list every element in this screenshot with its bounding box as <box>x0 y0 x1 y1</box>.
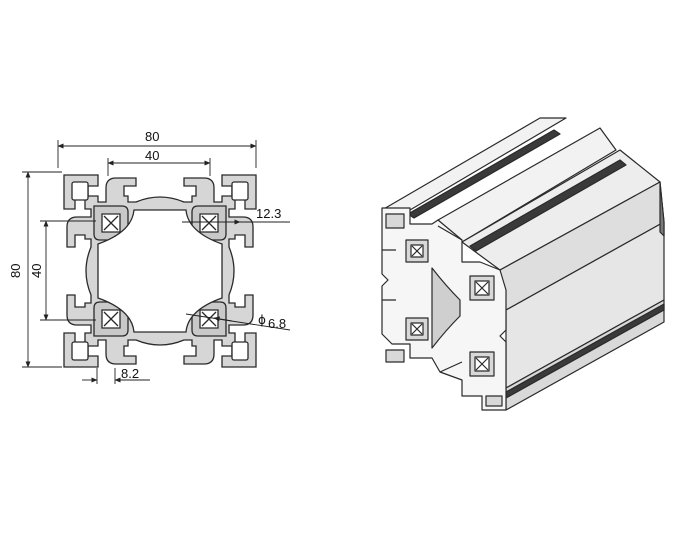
dim-center-hole: 6.8 <box>268 316 286 331</box>
dim-slot-width: 8.2 <box>121 366 139 381</box>
dim-corner-pocket: 12.3 <box>256 206 281 221</box>
center-hollow <box>97 209 223 333</box>
core-bottom-left <box>93 301 129 337</box>
core-top-left <box>93 205 129 241</box>
dim-inner-width: 40 <box>145 148 159 163</box>
dim-overall-width: 80 <box>145 129 159 144</box>
dim-overall-height: 80 <box>8 264 23 278</box>
dim-inner-height: 40 <box>29 264 44 278</box>
profile-isometric-view <box>381 117 665 411</box>
profile-cross-section <box>63 174 257 368</box>
dimension-lines <box>22 140 291 384</box>
hole-diameter-symbol: ϕ <box>258 313 266 327</box>
t-slots <box>71 181 249 361</box>
